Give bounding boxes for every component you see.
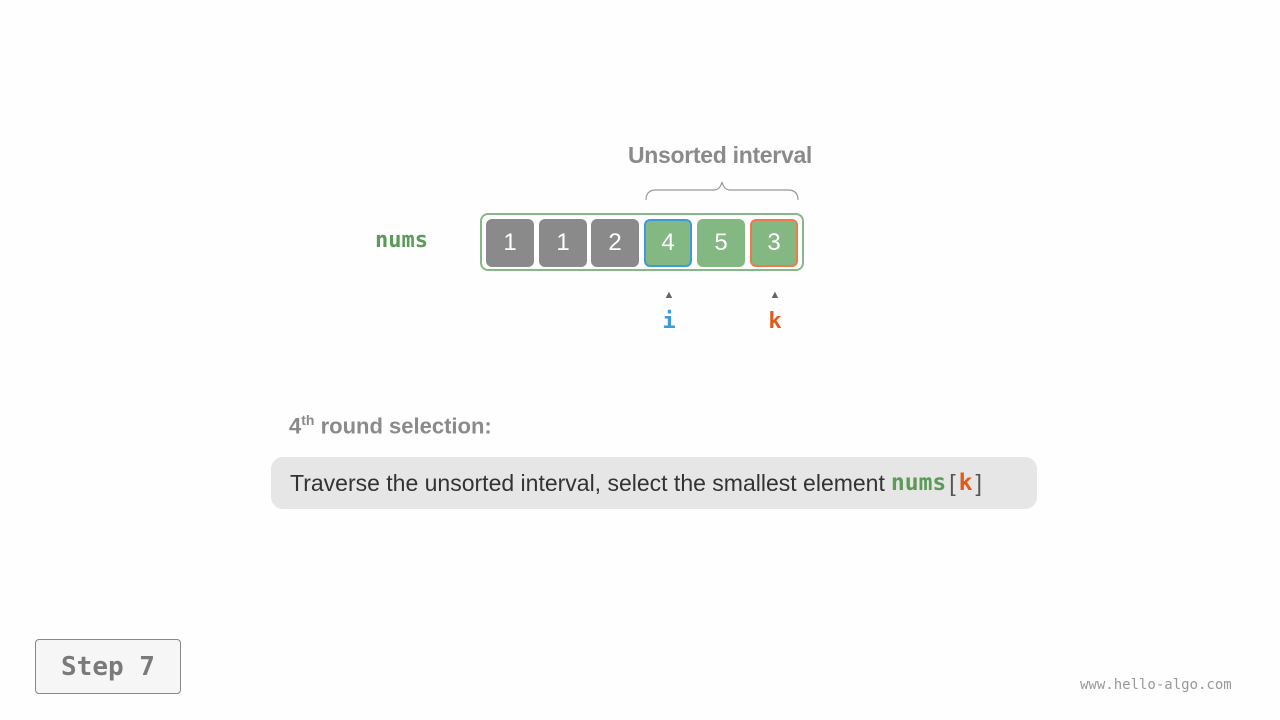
pointer-i-label: i <box>662 309 676 334</box>
array-cell-0: 1 <box>486 219 534 267</box>
array-cell-5-k: 3 <box>750 219 798 267</box>
array-name-label: nums <box>375 228 428 253</box>
round-text: round selection: <box>314 413 492 439</box>
pointer-k-label: k <box>768 309 782 334</box>
interval-brace <box>645 181 799 201</box>
round-suffix: th <box>301 412 315 428</box>
open-bracket: [ <box>949 469 956 496</box>
array-cell-4: 5 <box>697 219 745 267</box>
round-number: 4 <box>289 413 302 439</box>
array-cell-1: 1 <box>539 219 587 267</box>
array-container: 1 1 2 4 5 3 <box>480 213 804 271</box>
array-cell-2: 2 <box>591 219 639 267</box>
up-arrow-icon: ▲ <box>663 289 675 301</box>
description-box: Traverse the unsorted interval, select t… <box>271 457 1037 509</box>
unsorted-interval-label: Unsorted interval <box>627 142 813 168</box>
code-nums: nums <box>890 470 947 496</box>
description-text: Traverse the unsorted interval, select t… <box>290 469 885 496</box>
up-arrow-icon: ▲ <box>769 289 781 301</box>
code-k: k <box>958 470 973 496</box>
round-title: 4th round selection: <box>289 412 492 439</box>
pointer-k: ▲ k <box>765 289 785 334</box>
step-button[interactable]: Step 7 <box>35 639 181 694</box>
watermark: www.hello-algo.com <box>1080 677 1232 693</box>
pointer-i: ▲ i <box>659 289 679 334</box>
close-bracket: ] <box>975 469 982 496</box>
array-cell-3-i: 4 <box>644 219 692 267</box>
